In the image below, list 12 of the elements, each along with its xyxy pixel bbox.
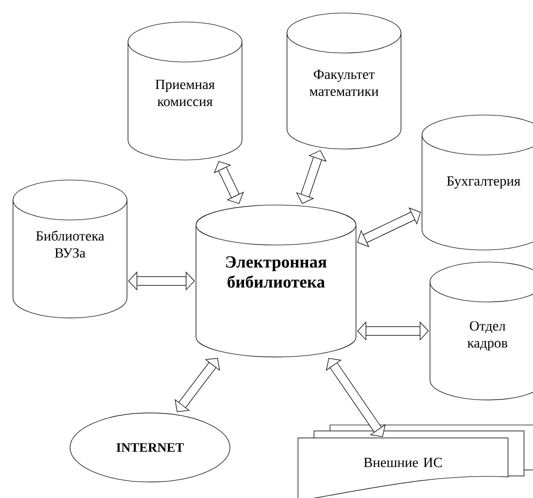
- database-cylinder: Факультет математики: [286, 12, 402, 150]
- database-cylinder: Бухгалтерия: [422, 114, 533, 250]
- double-arrow: [357, 207, 421, 248]
- double-arrow: [128, 271, 195, 291]
- database-cylinder: Электронная бибилиотека: [196, 204, 356, 358]
- double-arrow: [357, 321, 429, 341]
- database-cylinder: Приемная комиссия: [128, 22, 242, 160]
- double-arrow: [214, 161, 244, 204]
- database-cylinder: Отдел кадров: [430, 262, 533, 400]
- document-stack: Внешние ИС: [298, 424, 533, 498]
- database-cylinder: Библиотека ВУЗа: [12, 180, 128, 318]
- double-arrow: [326, 358, 386, 437]
